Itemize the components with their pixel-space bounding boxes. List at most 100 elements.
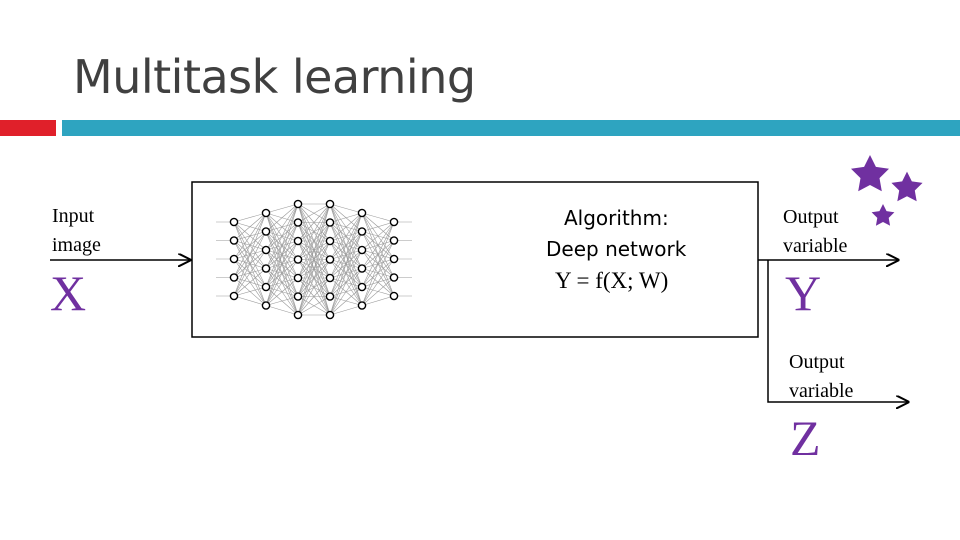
network-edge	[265, 296, 299, 306]
network-node	[261, 282, 271, 292]
network-edge	[233, 212, 267, 278]
network-edge	[265, 259, 299, 306]
network-edge	[329, 203, 363, 214]
network-node	[389, 273, 399, 282]
network-edge	[297, 203, 331, 242]
output-z-symbol: Z	[790, 410, 821, 466]
network-edge	[361, 277, 395, 306]
algorithm-box	[191, 181, 759, 338]
network-node	[325, 310, 335, 320]
network-edge	[361, 221, 395, 306]
network-node	[261, 264, 271, 273]
network-node	[293, 236, 303, 246]
input-label: Input image	[52, 205, 101, 256]
network-edge	[297, 240, 331, 316]
network-node	[261, 227, 271, 236]
star-icon	[851, 155, 889, 192]
network-edge	[233, 268, 267, 297]
accent-bar-teal	[62, 120, 960, 136]
network-node	[389, 291, 399, 301]
network-edge	[297, 203, 331, 223]
network-node	[261, 245, 271, 255]
network-node	[357, 227, 367, 236]
network-edge	[361, 221, 395, 232]
network-edge	[265, 203, 299, 251]
network-edge	[297, 203, 331, 260]
network-edge	[329, 212, 363, 279]
network-node	[293, 199, 303, 209]
network-node	[357, 245, 367, 255]
network-edge	[297, 259, 331, 316]
network-edge	[297, 222, 331, 316]
network-edge	[265, 240, 299, 306]
output-z-arrow	[767, 260, 908, 402]
network-node	[229, 273, 239, 282]
network-edge	[329, 212, 363, 297]
network-edge	[233, 286, 267, 297]
algorithm-name: Deep network	[546, 237, 687, 261]
accent-bar-red	[0, 120, 56, 136]
network-edge	[233, 295, 267, 306]
network-node	[293, 255, 303, 264]
network-node	[389, 217, 399, 227]
network-edge	[361, 221, 395, 288]
network-edge	[265, 203, 299, 232]
network-node	[389, 236, 399, 245]
network-edge	[361, 221, 395, 251]
network-node	[293, 292, 303, 301]
network-node	[357, 208, 367, 218]
neural-network-icon	[216, 199, 412, 320]
network-edge	[361, 295, 395, 306]
network-node	[325, 292, 335, 301]
output-y-symbol: Y	[785, 265, 822, 321]
network-edge	[297, 203, 331, 279]
network-node	[229, 236, 239, 245]
network-edge	[265, 203, 299, 269]
network-edge	[361, 212, 395, 223]
network-edge	[329, 305, 363, 316]
network-edge	[265, 203, 299, 288]
network-node	[325, 218, 335, 227]
star-icon	[871, 204, 895, 226]
algorithm-formula: Y = f(X; W)	[555, 268, 669, 293]
network-edge	[329, 212, 363, 242]
network-edge	[329, 212, 363, 223]
network-edge	[265, 203, 299, 214]
network-node	[357, 282, 367, 292]
network-node	[325, 199, 335, 209]
network-edge	[361, 221, 395, 269]
star-icon	[891, 171, 923, 202]
network-node	[293, 273, 303, 283]
output-z-label: Output variable	[789, 351, 854, 402]
network-node	[261, 208, 271, 218]
network-node	[229, 254, 239, 264]
network-edge	[233, 212, 267, 297]
network-edge	[329, 286, 363, 316]
input-symbol: X	[50, 265, 87, 321]
network-edge	[233, 249, 267, 297]
network-node	[229, 291, 239, 301]
network-node	[293, 218, 303, 227]
network-node	[357, 301, 367, 310]
network-edge	[297, 277, 331, 316]
stars-decoration	[851, 155, 923, 226]
network-edge	[265, 222, 299, 306]
network-node	[325, 273, 335, 283]
network-edge	[233, 212, 267, 241]
network-edge	[329, 268, 363, 316]
network-node	[293, 310, 303, 320]
network-node	[325, 236, 335, 246]
network-edge	[265, 203, 299, 306]
network-edge	[265, 305, 299, 316]
network-edge	[233, 212, 267, 223]
network-edge	[361, 258, 395, 306]
network-edge	[233, 212, 267, 260]
network-edge	[361, 240, 395, 306]
network-node	[261, 301, 271, 310]
network-node	[229, 217, 239, 227]
network-edge	[329, 212, 363, 260]
network-edge	[297, 203, 331, 316]
network-node	[325, 255, 335, 264]
algorithm-label: Algorithm:	[564, 206, 669, 230]
